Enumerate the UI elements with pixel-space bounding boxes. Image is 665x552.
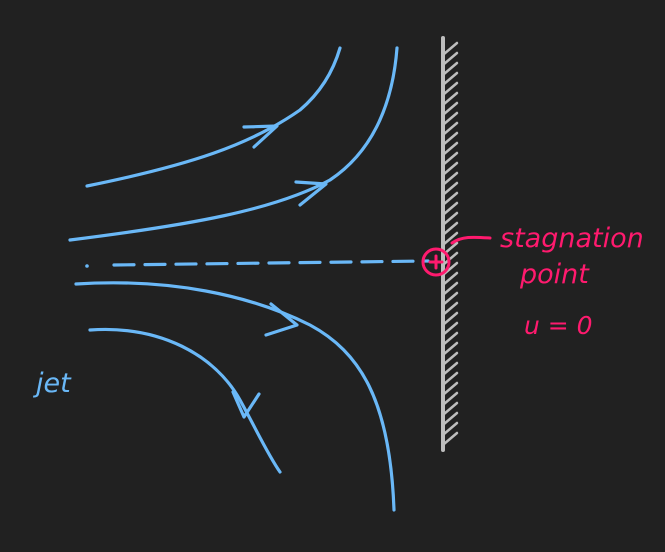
streamline-upper-outer [85, 46, 342, 188]
label-point: point [519, 259, 590, 290]
wall [441, 36, 459, 452]
streamline-lower-outer [88, 327, 282, 474]
label-stagnation: stagnation [500, 223, 644, 254]
wall-hatching [442, 41, 459, 446]
label-jet: jet [32, 368, 72, 399]
wall-hatch-mark [442, 141, 459, 156]
wall-hatch-mark [442, 51, 459, 66]
centerline [85, 259, 430, 268]
wall-hatch-mark [442, 131, 459, 146]
stagnation-leader [450, 235, 492, 245]
wall-hatch-mark [442, 421, 459, 436]
wall-hatch-mark [442, 371, 459, 386]
wall-hatch-mark [442, 341, 459, 356]
wall-hatch-mark [442, 161, 459, 176]
wall-hatch-mark [442, 431, 459, 446]
wall-hatch-mark [442, 311, 459, 326]
wall-hatch-mark [442, 61, 459, 76]
wall-hatch-mark [442, 281, 459, 296]
streamlines [68, 46, 399, 512]
arrow-upper-inner [294, 180, 328, 207]
label-velocity-condition: u = 0 [524, 311, 593, 340]
wall-hatch-mark [442, 321, 459, 336]
wall-hatch-mark [442, 231, 459, 246]
wall-hatch-mark [442, 71, 459, 86]
wall-hatch-mark [442, 121, 459, 136]
wall-hatch-mark [442, 401, 459, 416]
wall-hatch-mark [442, 411, 459, 426]
wall-hatch-mark [442, 91, 459, 106]
wall-hatch-mark [442, 271, 459, 286]
wall-hatch-mark [442, 221, 459, 236]
wall-hatch-mark [442, 171, 459, 186]
wall-hatch-mark [442, 301, 459, 316]
wall-hatch-mark [442, 181, 459, 196]
stagnation-marker [421, 235, 492, 277]
wall-hatch-mark [442, 151, 459, 166]
wall-hatch-mark [442, 361, 459, 376]
streamline-lower-inner [74, 281, 396, 512]
wall-hatch-mark [442, 191, 459, 206]
wall-hatch-mark [442, 291, 459, 306]
wall-hatch-mark [442, 351, 459, 366]
wall-hatch-mark [442, 391, 459, 406]
wall-hatch-mark [442, 331, 459, 346]
wall-hatch-mark [442, 81, 459, 96]
arrow-lower-outer [231, 390, 261, 419]
wall-hatch-mark [442, 101, 459, 116]
wall-hatch-mark [442, 111, 459, 126]
centerline-dashes [112, 259, 430, 267]
wall-hatch-mark [442, 211, 459, 226]
arrow-upper-outer [242, 124, 279, 149]
arrow-lower-inner [264, 302, 299, 337]
wall-hatch-mark [442, 381, 459, 396]
wall-hatch-mark [442, 41, 459, 56]
centerline-start-dot [85, 264, 89, 268]
stagnation-circle [421, 247, 451, 277]
wall-hatch-mark [442, 251, 459, 266]
wall-hatch-mark [442, 201, 459, 216]
